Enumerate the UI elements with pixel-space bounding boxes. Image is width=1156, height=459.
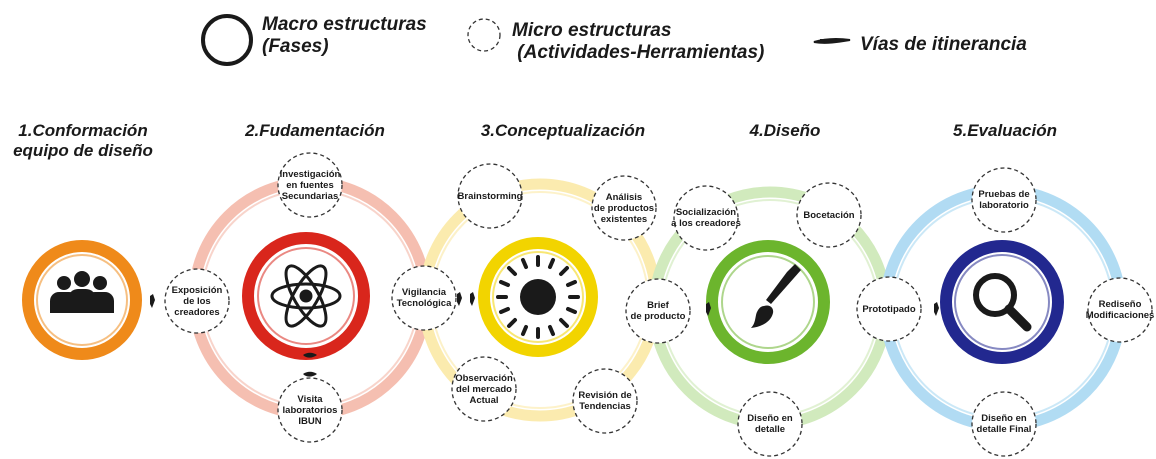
phase-title-2: 2.Fudamentación (245, 121, 385, 140)
micro-circle-revision (572, 368, 638, 434)
legend-macro-label: Macro estructuras (Fases) (262, 14, 427, 57)
micro-rediseno-label: Rediseño Modificaciones (1085, 299, 1155, 321)
phase-circle-4 (706, 240, 830, 364)
micro-circle-pruebas (971, 167, 1037, 233)
phase-circle-1 (22, 240, 142, 360)
micro-circle-diseno-detalle (737, 391, 803, 457)
micro-revision-label: Revisión de Tendencias (578, 390, 632, 412)
phase-circle-5 (940, 240, 1064, 364)
micro-circle-observacion (451, 356, 517, 422)
micro-diseno-final-label: Diseño en detalle Final (976, 413, 1032, 435)
micro-circle-socializacion (673, 185, 739, 251)
micro-visita-label: Visita laboratorios IBUN (282, 393, 338, 427)
micro-socializacion-label: Socialización a los creadores (671, 207, 741, 229)
micro-circle-brief (625, 278, 691, 344)
micro-prototipado-label: Prototipado (862, 303, 916, 315)
phase-circle-3 (478, 237, 598, 357)
micro-legend-icon (467, 18, 501, 52)
phase-title-5: 5.Evaluación (953, 121, 1057, 140)
micro-circle-diseno-final (971, 391, 1037, 457)
micro-circle-prototipado (856, 276, 922, 342)
micro-brief-label: Brief de producto (630, 300, 686, 322)
micro-analisis-label: Análisis de productos existentes (593, 191, 655, 225)
micro-exposicion-label: Exposición de los creadores (171, 284, 223, 318)
micro-circle-analisis (591, 175, 657, 241)
itinerancy-marks (150, 292, 939, 377)
phase-title-1: 1.Conformación equipo de diseño (13, 121, 153, 160)
micro-circle-rediseno (1087, 277, 1153, 343)
micro-circle-investigacion (277, 152, 343, 218)
micro-circle-vigilancia (391, 265, 457, 331)
brush-icon (751, 264, 801, 328)
magnifier-icon (973, 273, 1032, 332)
sun-icon (496, 255, 580, 339)
phase-title-3: 3.Conceptualización (480, 121, 646, 140)
team-icon (50, 271, 114, 313)
micro-investigacion-label: Investigación en fuentes Secundarias (279, 168, 341, 202)
micro-brainstorming-label: Brainstorming (457, 190, 523, 202)
micro-observacion-label: Observación del mercado Actual (455, 372, 513, 406)
micro-circle-bocetacion (796, 182, 862, 248)
micro-vigilancia-label: Vigilancia Tecnológica (396, 287, 452, 309)
atom-icon (270, 264, 342, 328)
legend-marks (201, 14, 851, 66)
micro-pruebas-label: Pruebas de laboratorio (978, 189, 1030, 211)
micro-diseno-detalle-label: Diseño en detalle (747, 413, 793, 435)
phase-title-4: 4.Diseño (749, 121, 821, 140)
micro-circle-visita (277, 377, 343, 443)
micro-circle-brainstorming (457, 163, 523, 229)
micro-bocetacion-label: Bocetación (803, 209, 855, 221)
vias-legend-icon (813, 37, 851, 44)
micro-circle-exposicion (164, 268, 230, 334)
legend-micro-label: Micro estructuras (Actividades-Herramien… (512, 20, 765, 63)
macro-legend-icon (201, 14, 253, 66)
legend-vias-label: Vías de itinerancia (860, 34, 1027, 55)
